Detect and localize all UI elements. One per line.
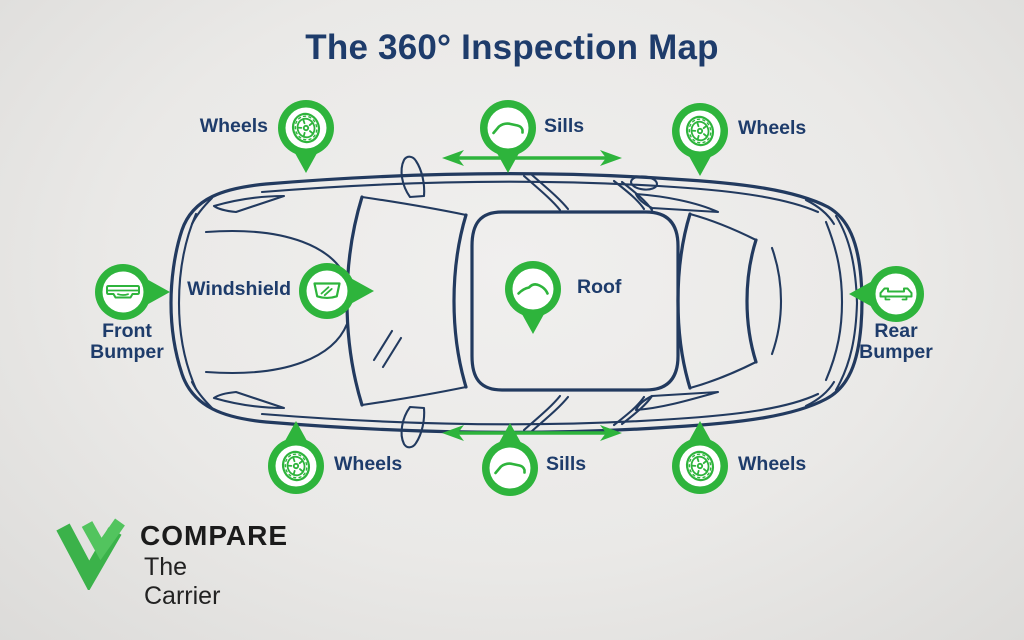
logo-name: COMPARE [140, 520, 289, 551]
callout-label: Front Bumper [90, 320, 164, 363]
callout-label: Rear Bumper [859, 320, 933, 363]
rear-bumper-icon [849, 266, 924, 322]
compare-the-carrier-logo-icon [56, 518, 125, 590]
callout-label: Sills [546, 453, 587, 475]
tire-icon [672, 421, 728, 494]
tire-icon [268, 421, 324, 494]
windshield-icon [299, 263, 374, 319]
sill-profile-icon [480, 100, 536, 173]
callout-label: Roof [577, 276, 622, 298]
callout-label: Wheels [199, 115, 268, 137]
callout-label: Windshield [187, 278, 291, 300]
logo-tagline: The Carrier [144, 553, 221, 610]
tire-icon [278, 100, 334, 173]
sill-profile-icon [482, 423, 538, 496]
callout-label: Wheels [334, 453, 403, 475]
roof-profile-icon [505, 261, 561, 334]
tire-icon [672, 103, 728, 176]
callout-label: Wheels [738, 453, 807, 475]
callout-label: Sills [544, 115, 585, 137]
callout-label: Wheels [738, 117, 807, 139]
page-title: The 360° Inspection Map [305, 28, 719, 67]
